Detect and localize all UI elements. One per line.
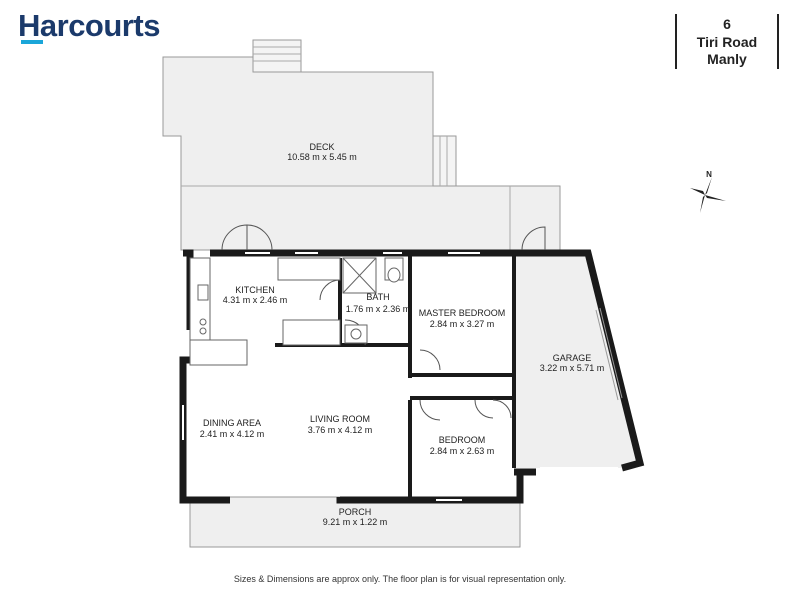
address-suburb: Manly	[707, 51, 747, 67]
porch-name: PORCH	[339, 507, 372, 517]
kitchen-fixtures	[189, 257, 341, 366]
deck-area	[162, 39, 561, 251]
deck-stairs-top	[252, 39, 302, 73]
garage-size: 3.22 m x 5.71 m	[540, 363, 605, 373]
harcourts-logo: Harcourts	[18, 8, 160, 43]
windows	[182, 252, 618, 501]
deck-stairs-side	[432, 135, 457, 187]
address-number: 6	[723, 16, 731, 32]
compass-north-label: N	[706, 170, 712, 179]
compass-icon: N	[690, 170, 726, 213]
garage-name: GARAGE	[553, 353, 592, 363]
dining-name: DINING AREA	[203, 418, 261, 428]
address-box: 6 Tiri Road Manly	[675, 14, 779, 69]
bedroom-size: 2.84 m x 2.63 m	[430, 446, 495, 456]
master-size: 2.84 m x 3.27 m	[430, 319, 495, 329]
interior-walls	[275, 253, 516, 497]
porch-area	[189, 496, 521, 548]
deck-name: DECK	[309, 142, 334, 152]
bath-fixtures	[342, 257, 404, 344]
dining-size: 2.41 m x 4.12 m	[200, 429, 265, 439]
disclaimer: Sizes & Dimensions are approx only. The …	[233, 574, 567, 584]
bedroom-name: BEDROOM	[439, 435, 486, 445]
porch-size: 9.21 m x 1.22 m	[323, 517, 388, 527]
garage-floor	[514, 253, 640, 468]
master-name: MASTER BEDROOM	[419, 308, 506, 318]
bath-name: BATH	[366, 292, 389, 302]
bath-size: 1.76 m x 2.36 m	[346, 304, 411, 314]
address-street: Tiri Road	[696, 33, 758, 50]
kitchen-name: KITCHEN	[235, 285, 275, 295]
living-name: LIVING ROOM	[310, 414, 370, 424]
doors	[221, 224, 546, 421]
kitchen-size: 4.31 m x 2.46 m	[223, 295, 288, 305]
living-size: 3.76 m x 4.12 m	[308, 425, 373, 435]
deck-size: 10.58 m x 5.45 m	[287, 152, 357, 162]
logo-accent-bar	[21, 40, 43, 44]
